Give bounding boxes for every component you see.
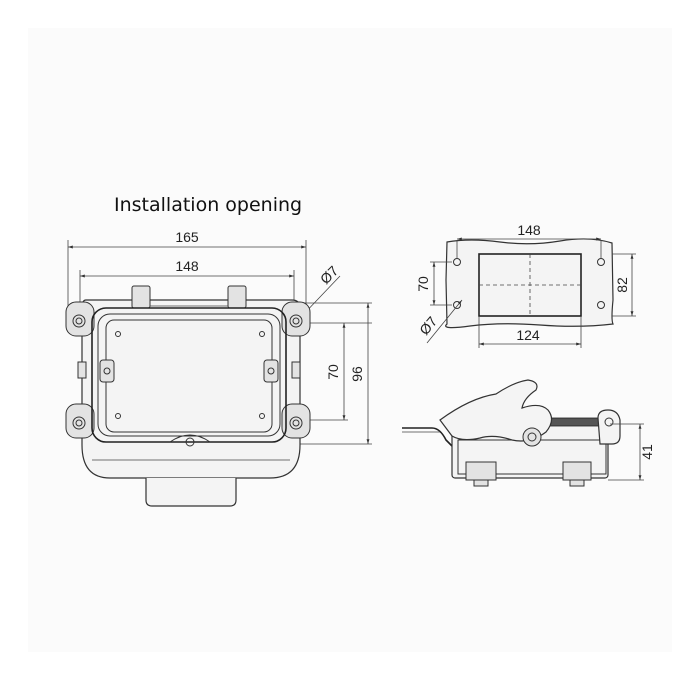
dim-label-70: 70 — [325, 364, 341, 380]
opening-view: 148 70 82 Ø7 124 — [415, 222, 636, 348]
mount-hole — [75, 317, 83, 325]
mount-flange-top-left — [65, 301, 95, 337]
hinge-pin — [267, 367, 275, 375]
middle-frame — [97, 313, 281, 437]
mount-hole — [72, 314, 86, 328]
plate-hole — [597, 258, 605, 266]
outer-frame — [91, 307, 287, 443]
cable-stub — [402, 427, 453, 447]
mount-hole — [292, 419, 300, 427]
front-view: 165 148 Ø7 70 96 — [65, 229, 372, 507]
mount-flange-bottom-left — [65, 403, 95, 439]
lever-pivot — [522, 427, 542, 447]
plate-hole — [453, 301, 461, 309]
hinge-left — [99, 359, 115, 383]
screw — [115, 331, 121, 337]
cable-outlet — [145, 478, 237, 507]
dim-label-96: 96 — [349, 366, 365, 382]
hinge-pin — [103, 367, 111, 375]
bottom-lock-arc — [169, 434, 211, 443]
screw — [259, 413, 265, 419]
side-clip — [597, 409, 621, 445]
opening-dim-label-82: 82 — [614, 277, 630, 293]
latch-left — [131, 285, 151, 309]
screw — [115, 413, 121, 419]
dim-label-148: 148 — [175, 258, 199, 274]
screw — [259, 331, 265, 337]
side-dim-label-41: 41 — [639, 444, 655, 460]
latch-right — [227, 285, 247, 309]
lever-pivot-inner — [527, 432, 537, 442]
drawing-title: Installation opening — [114, 194, 302, 216]
mount-hole — [292, 317, 300, 325]
hinge-right — [263, 359, 279, 383]
foot-left-base — [473, 479, 489, 487]
mount-hole — [72, 416, 86, 430]
side-lug-right — [291, 361, 301, 379]
side-lug-left — [77, 361, 87, 379]
opening-dim-label-70: 70 — [415, 276, 431, 292]
foot-right-base — [569, 479, 585, 487]
bottom-lock — [185, 437, 195, 447]
dim-label-hole: Ø7 — [317, 262, 342, 287]
mount-hole — [289, 416, 303, 430]
plate-hole — [597, 301, 605, 309]
mount-flange-top-right — [281, 301, 311, 337]
foot-left — [465, 461, 497, 481]
side-view: 41 — [402, 379, 655, 487]
foot-right — [562, 461, 592, 481]
mount-hole — [75, 419, 83, 427]
opening-dim-label-hole: Ø7 — [416, 313, 440, 338]
plate-hole — [453, 258, 461, 266]
opening-dim-label-124: 124 — [516, 327, 540, 343]
locking-lever — [439, 379, 553, 442]
hole-leader-line — [426, 299, 463, 344]
housing-body — [81, 299, 301, 479]
opening-dim-label-148: 148 — [517, 222, 541, 238]
mount-hole — [289, 314, 303, 328]
dim-label-165: 165 — [175, 229, 199, 245]
top-cover-ribs — [547, 417, 605, 427]
mounting-plate — [445, 238, 614, 329]
clip-hole — [604, 417, 614, 427]
mount-flange-bottom-right — [281, 403, 311, 439]
